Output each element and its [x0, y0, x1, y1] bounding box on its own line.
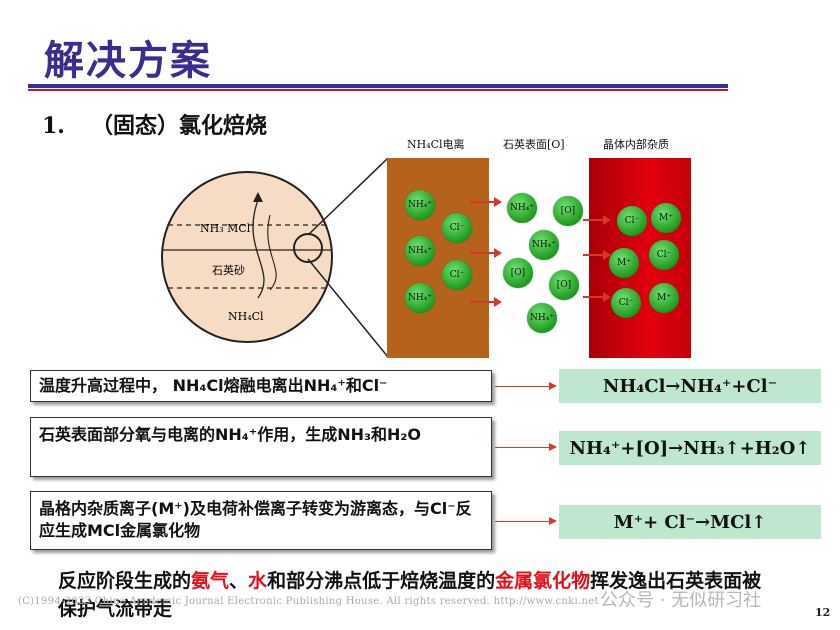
section-heading: 1. （固态）氯化焙烧: [42, 108, 267, 140]
ion-ball: Cl⁻: [617, 206, 647, 236]
summary-part: 、: [229, 570, 249, 592]
flow-arrow: [470, 248, 502, 258]
equation-3: M⁺+ Cl⁻→MCl↑: [559, 505, 821, 539]
ion-ball: M⁺: [609, 248, 639, 278]
ion-ball: [O]: [549, 270, 579, 300]
wechat-watermark: 公众号 · 无似研习社: [600, 590, 762, 611]
sphere-label-middle: 石英砂: [212, 264, 245, 277]
step-description-3: 晶格内杂质离子(M⁺)及电荷补偿离子转变为游离态，与Cl⁻反应生成MCl金属氯化…: [30, 491, 492, 550]
summary-highlight-chloride: 金属氯化物: [495, 570, 591, 592]
ion-ball: [O]: [553, 196, 583, 226]
ion-ball: Cl⁻: [442, 213, 472, 243]
equation-1: NH₄Cl→NH₄⁺+Cl⁻: [559, 369, 821, 403]
ion-ball: NH₄⁺: [405, 236, 435, 266]
ion-ball: [O]: [503, 258, 533, 288]
summary-part: 和部分沸点低于焙烧温度的: [267, 570, 496, 592]
ion-ball: NH₄⁺: [529, 230, 559, 260]
ion-ball: Cl⁻: [611, 288, 641, 318]
ion-ball: NH₄⁺: [405, 190, 435, 220]
summary-part: 挥发逸出石英表面被保护气流带走: [58, 570, 762, 620]
title-underline: [28, 84, 728, 88]
zone-label-ionization: NH₄Cl电离: [407, 138, 465, 151]
zone-ionization: NH₄⁺ Cl⁻ NH₄⁺ Cl⁻ NH₄⁺: [387, 158, 489, 358]
zone-surface: NH₄⁺ [O] NH₄⁺ [O] [O] NH₄⁺: [489, 158, 589, 358]
quartz-sphere-diagram: [161, 171, 333, 343]
flow-arrow: [583, 250, 611, 260]
flow-arrow: [470, 197, 502, 207]
zone-label-surface: 石英表面[O]: [503, 138, 565, 151]
summary-part: 反应阶段生成的: [58, 570, 192, 592]
zoom-lines: [307, 157, 389, 358]
step-arrow-3: [495, 517, 557, 525]
ion-ball: NH₄⁺: [507, 193, 537, 223]
section-number: 1.: [42, 113, 65, 139]
flow-arrow: [583, 215, 611, 225]
summary-text: 反应阶段生成的氨气、水和部分沸点低于焙烧温度的金属氯化物挥发逸出石英表面被保护气…: [58, 567, 778, 623]
step-arrow-2: [495, 443, 557, 451]
copyright-footer: (C)1994-2023 China Academic Journal Elec…: [18, 596, 599, 607]
page-number: 12: [815, 606, 831, 619]
flow-arrow: [583, 292, 611, 302]
step-arrow-1: [495, 382, 557, 390]
ion-ball: Cl⁻: [649, 240, 679, 270]
ion-ball: M⁺: [651, 203, 681, 233]
ion-ball: M⁺: [649, 283, 679, 313]
flow-arrow: [470, 297, 502, 307]
step-description-2: 石英表面部分氧与电离的NH₄⁺作用，生成NH₃和H₂O: [30, 417, 492, 477]
step-description-1: 温度升高过程中， NH₄Cl熔融电离出NH₄⁺和Cl⁻: [30, 370, 492, 402]
summary-highlight-ammonia: 氨气: [191, 570, 230, 592]
ion-ball: NH₄⁺: [405, 283, 435, 313]
page-title: 解决方案: [44, 38, 212, 84]
ion-ball: NH₄⁺: [527, 303, 557, 333]
summary-highlight-water: 水: [248, 570, 268, 592]
sphere-label-top: NH₃ MCl: [200, 222, 251, 235]
sphere-label-bottom: NH₄Cl: [228, 310, 264, 323]
equation-2: NH₄⁺+[O]→NH₃↑+H₂O↑: [559, 431, 821, 465]
section-text: （固态）氯化焙烧: [90, 114, 267, 139]
zone-label-impurity: 晶体内部杂质: [603, 138, 669, 151]
title-underline-accent: [28, 89, 728, 91]
ion-ball: Cl⁻: [442, 260, 472, 290]
